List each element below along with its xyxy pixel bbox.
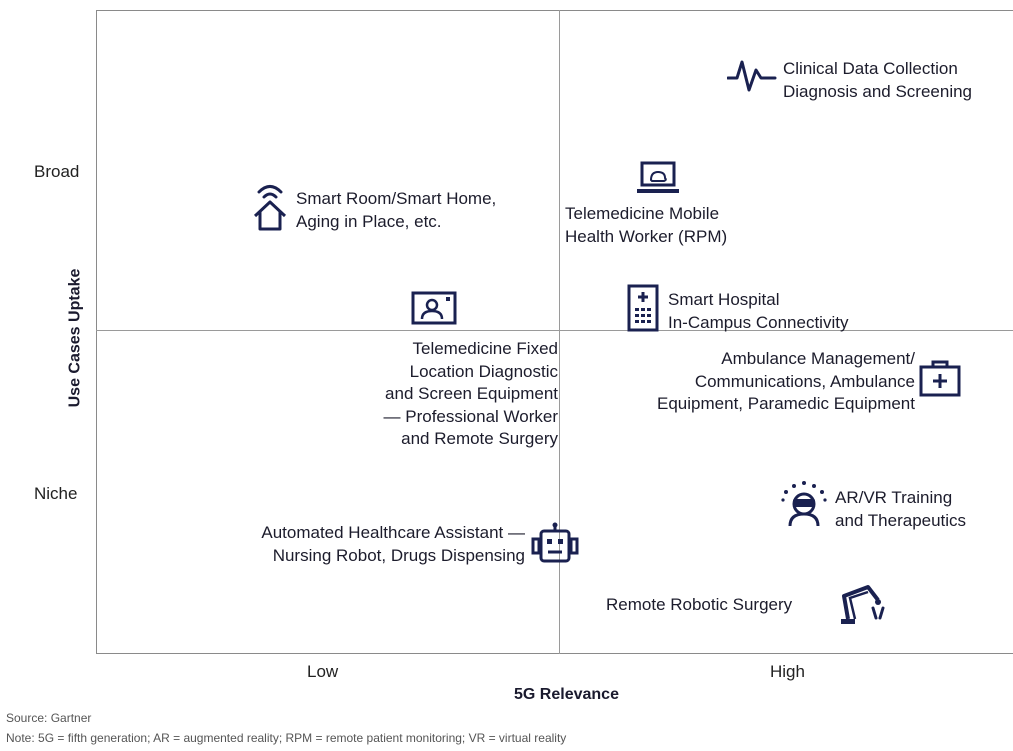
label-telemedicine-fixed: Telemedicine Fixed Location Diagnostic a… [318,338,558,451]
label-line: Smart Hospital [668,290,780,309]
label-healthcare-robot: Automated Healthcare Assistant — Nursing… [180,522,525,567]
label-line: and Therapeutics [835,510,967,530]
label-ambulance: Ambulance Management/ Communications, Am… [590,348,915,416]
y-tick-broad: Broad [34,162,80,181]
robotic-arm-icon [838,582,886,626]
y-axis-title: Use Cases Uptake [66,268,84,408]
label-line: Communications, Ambulance [694,371,915,391]
x-tick-low: Low [307,662,339,681]
heartbeat-icon [727,58,777,94]
label-line: Diagnosis and Screening [783,81,973,101]
abbreviation-note: Note: 5G = fifth generation; AR = augmen… [6,731,567,745]
label-line: Telemedicine Mobile [565,204,720,223]
label-line: Smart Room/Smart Home, [296,189,497,208]
label-smart-hospital: Smart Hospital In-Campus Connectivity [668,289,848,334]
medical-kit-icon [918,358,962,398]
label-line: Ambulance Management/ [721,349,915,368]
label-line: AR/VR Training [835,488,953,507]
label-robotic-surgery: Remote Robotic Surgery [606,594,792,617]
label-line: and Remote Surgery [401,429,558,448]
vertical-divider [559,10,560,654]
horizontal-divider [96,330,1013,331]
label-line: Nursing Robot, Drugs Dispensing [272,545,525,565]
label-line: Remote Robotic Surgery [606,595,793,614]
label-telemedicine-mobile: Telemedicine Mobile Health Worker (RPM) [565,203,727,248]
label-arvr: AR/VR Training and Therapeutics [835,487,966,532]
label-line: Aging in Place, etc. [296,211,442,231]
label-line: — Professional Worker [383,406,558,426]
label-smart-room: Smart Room/Smart Home, Aging in Place, e… [296,188,496,233]
smart-home-icon [252,182,288,232]
hospital-building-icon [626,284,660,332]
label-line: Clinical Data Collection [783,59,958,78]
x-axis-title: 5G Relevance [514,686,619,703]
laptop-icon [636,160,680,196]
label-line: and Screen Equipment [385,384,558,403]
label-line: Automated Healthcare Assistant — [261,523,525,542]
source-note: Source: Gartner [6,711,92,725]
x-tick-high: High [770,662,805,681]
robot-icon [530,522,580,566]
chart-frame [96,10,1013,654]
label-line: In-Campus Connectivity [668,312,849,332]
label-line: Equipment, Paramedic Equipment [657,394,915,413]
vr-headset-icon [780,480,828,528]
label-line: Telemedicine Fixed [412,339,558,358]
label-clinical-data: Clinical Data Collection Diagnosis and S… [783,58,972,103]
video-monitor-icon [410,290,458,326]
y-tick-niche: Niche [34,484,78,503]
label-line: Location Diagnostic [409,361,558,381]
label-line: Health Worker (RPM) [565,226,728,246]
